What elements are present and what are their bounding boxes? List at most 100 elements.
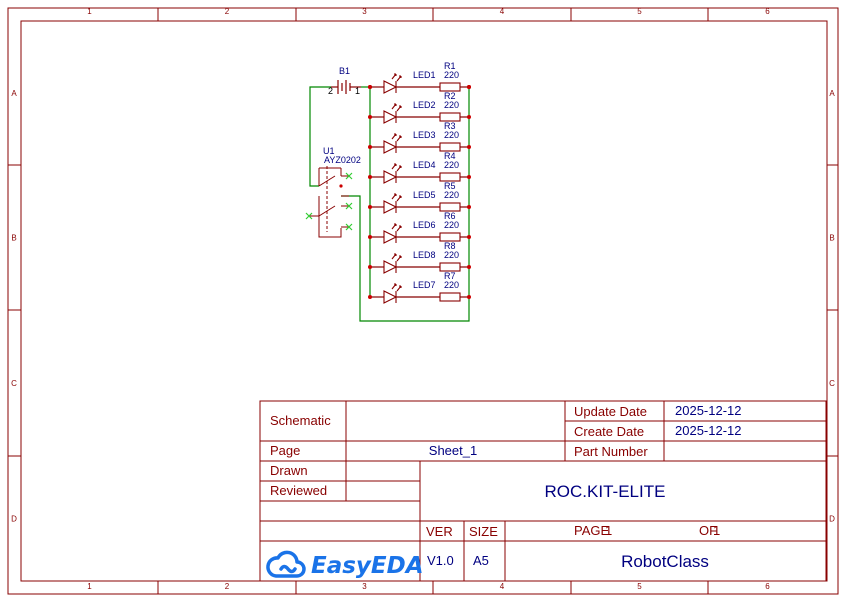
tb-ver-label: VER — [426, 524, 453, 539]
resistor-designator: R4 — [444, 151, 456, 161]
led-symbol — [383, 223, 402, 244]
resistor-symbol — [439, 82, 461, 92]
zone-col-top: 6 — [765, 7, 770, 16]
zone-col-top: 3 — [362, 7, 367, 16]
tb-page-value: Sheet_1 — [429, 443, 477, 458]
zone-col-bottom: 3 — [362, 582, 367, 591]
resistor-value: 220 — [444, 100, 459, 110]
led-designator: LED6 — [413, 220, 436, 230]
resistor-symbol — [439, 142, 461, 152]
zone-row-right: A — [829, 89, 835, 98]
tb-of-number: 1 — [713, 523, 720, 538]
resistor-designator: R5 — [444, 181, 456, 191]
tb-update-date-value: 2025-12-12 — [675, 403, 742, 418]
zone-row-left: D — [11, 515, 17, 524]
junction-dot — [368, 205, 372, 209]
junction-dot — [368, 115, 372, 119]
tb-page-of-label: PAGE — [574, 523, 609, 538]
led-designator: LED7 — [413, 280, 436, 290]
zone-col-top: 5 — [637, 7, 642, 16]
junction-dot — [368, 85, 372, 89]
zone-row-left: B — [11, 234, 16, 243]
resistor-designator: R1 — [444, 61, 456, 71]
switch-u1: U1 AYZ0202 — [305, 146, 361, 238]
logo-text: EasyEDA — [311, 553, 424, 579]
led-designator: LED3 — [413, 130, 436, 140]
junction-dot — [467, 265, 471, 269]
tb-reviewed-label: Reviewed — [270, 483, 327, 498]
led-symbol — [383, 103, 402, 124]
tb-size-label: SIZE — [469, 524, 498, 539]
resistor-designator: R6 — [444, 211, 456, 221]
tb-drawn-label: Drawn — [270, 463, 308, 478]
zone-col-bottom: 1 — [87, 582, 92, 591]
tb-update-date-label: Update Date — [574, 404, 647, 419]
led-symbol — [383, 253, 402, 274]
resistor-symbol — [439, 172, 461, 182]
led-symbol — [383, 73, 402, 94]
zone-col-top: 2 — [225, 7, 230, 16]
led-designator: LED1 — [413, 70, 436, 80]
tb-create-date-value: 2025-12-12 — [675, 423, 742, 438]
battery-b1: B1 2 1 — [328, 66, 361, 96]
led-designator: LED4 — [413, 160, 436, 170]
junction-dot — [467, 295, 471, 299]
easyeda-logo: EasyEDA — [266, 550, 424, 579]
junction-dot — [467, 235, 471, 239]
led-designator: LED2 — [413, 100, 436, 110]
junction-dot — [467, 145, 471, 149]
resistor-designator: R3 — [444, 121, 456, 131]
junction-dot — [368, 295, 372, 299]
resistor-symbol — [439, 112, 461, 122]
resistor-value: 220 — [444, 220, 459, 230]
tb-part-number-label: Part Number — [574, 444, 648, 459]
resistor-value: 220 — [444, 250, 459, 260]
zone-col-bottom: 4 — [500, 582, 505, 591]
resistor-value: 220 — [444, 160, 459, 170]
tb-page-number: 1 — [605, 523, 612, 538]
resistor-designator: R8 — [444, 241, 456, 251]
resistor-value: 220 — [444, 280, 459, 290]
junction-dot — [467, 85, 471, 89]
junction-dot — [368, 175, 372, 179]
tb-ver-value: V1.0 — [427, 553, 454, 568]
zone-ticks — [8, 8, 838, 594]
tb-size-value: A5 — [473, 553, 489, 568]
battery-pin-left: 2 — [328, 86, 333, 96]
cloud-icon — [266, 550, 306, 578]
tb-of-label: OF — [699, 523, 717, 538]
zone-col-bottom: 6 — [765, 582, 770, 591]
battery-designator: B1 — [339, 66, 350, 76]
junction-dot — [467, 205, 471, 209]
zone-col-top: 1 — [87, 7, 92, 16]
tb-title: ROC.KIT-ELITE — [545, 482, 666, 501]
resistor-value: 220 — [444, 190, 459, 200]
resistor-designator: R2 — [444, 91, 456, 101]
resistor-value: 220 — [444, 130, 459, 140]
junction-dot — [368, 145, 372, 149]
resistor-symbol — [439, 232, 461, 242]
led-symbol — [383, 133, 402, 154]
zone-col-bottom: 2 — [225, 582, 230, 591]
junction-dot — [368, 235, 372, 239]
junction-dot — [368, 265, 372, 269]
zone-row-right: D — [829, 515, 835, 524]
junction-dot — [467, 115, 471, 119]
tb-create-date-label: Create Date — [574, 424, 644, 439]
led-resistor-ladder: LED1R1220LED2R2220LED3R3220LED4R4220LED5… — [368, 61, 471, 304]
tb-page-label: Page — [270, 443, 300, 458]
tb-schematic-label: Schematic — [270, 413, 331, 428]
resistor-symbol — [439, 262, 461, 272]
zone-row-left: A — [11, 89, 17, 98]
resistor-symbol — [439, 292, 461, 302]
led-designator: LED8 — [413, 250, 436, 260]
zone-row-right: C — [829, 379, 835, 388]
tb-company: RobotClass — [621, 552, 709, 571]
